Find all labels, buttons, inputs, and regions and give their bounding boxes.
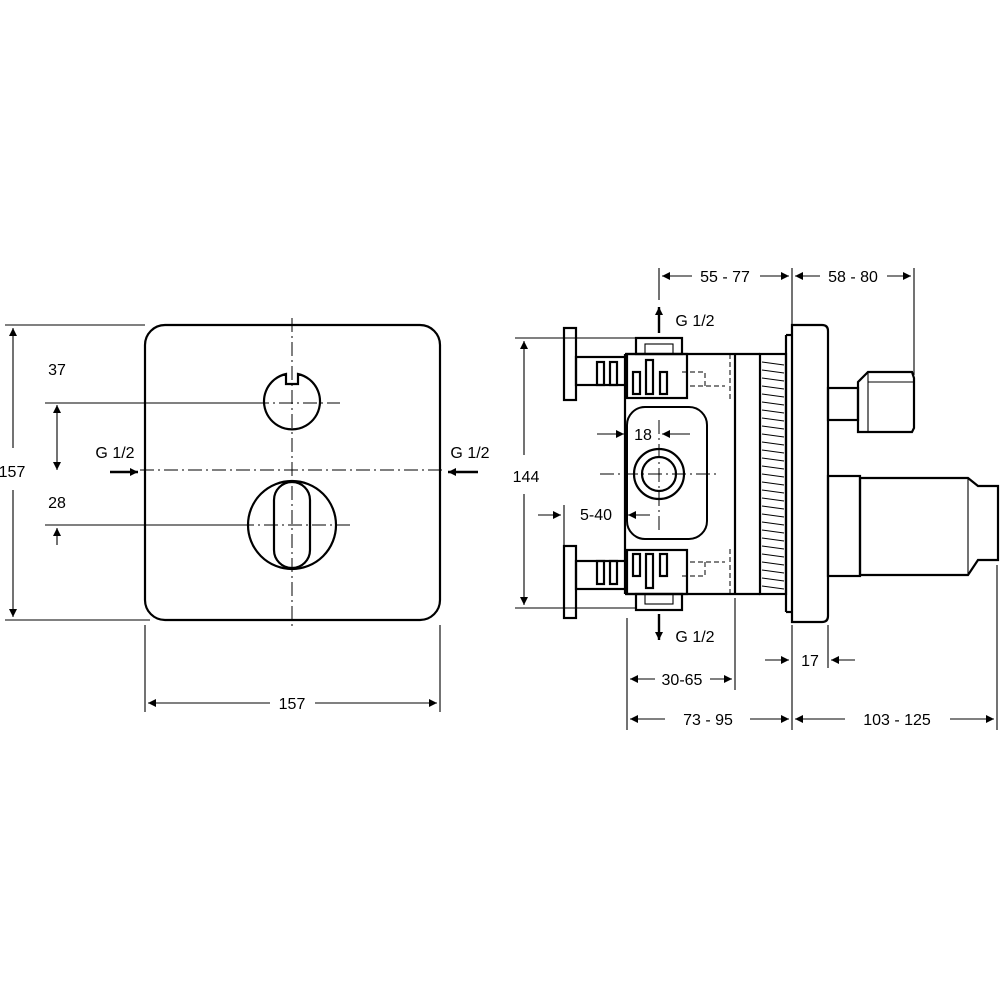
dim-55-77-label: 55 - 77: [700, 269, 750, 286]
bottom-connector-slot-2: [644, 552, 655, 590]
dim-30-65-label: 30-65: [662, 672, 703, 689]
thread-line: [761, 481, 785, 486]
front-height-label: 157: [0, 464, 25, 481]
thread-line: [761, 497, 785, 502]
thread-line: [761, 433, 785, 438]
central-body: [626, 406, 708, 540]
thread-line: [761, 473, 785, 478]
inlet-right-label: G 1/2: [450, 445, 489, 462]
bottom-connector-slot-3: [658, 552, 669, 578]
dim-18-label: 18: [634, 427, 652, 444]
inlet-left-label: G 1/2: [95, 445, 134, 462]
thread-line: [761, 449, 785, 454]
thread-line: [761, 505, 785, 510]
thread-line: [761, 545, 785, 550]
top-hidden-detail: [682, 353, 731, 400]
small-knob: [262, 372, 322, 431]
thread-line: [761, 465, 785, 470]
top-port-nut: [644, 343, 674, 355]
thread-line: [761, 393, 785, 398]
bottom-port-nut: [644, 593, 674, 605]
side-view: 55 - 77 58 - 80 G 1/2 G 1/2 144 18 5-40 …: [513, 268, 1000, 730]
lower-spindle-base: [826, 474, 862, 578]
dim-103-125-label: 103 - 125: [863, 712, 931, 729]
dim-58-80-label: 58 - 80: [828, 269, 878, 286]
thread-line: [761, 529, 785, 534]
thread-line: [761, 385, 785, 390]
lower-bracket-plate: [562, 544, 578, 620]
dim-17-label: 17: [801, 653, 819, 670]
upper-spindle: [826, 386, 860, 422]
upper-cap: [856, 370, 916, 434]
bottom-connector-slot-1: [631, 552, 642, 578]
thread-line: [761, 409, 785, 414]
thread-line: [761, 489, 785, 494]
large-knob-lever: [272, 480, 312, 570]
lower-bracket-tab-1: [595, 559, 606, 586]
thread-line: [761, 361, 785, 366]
thread-line: [761, 441, 785, 446]
thread-line: [761, 577, 785, 582]
upper-bracket-tab-2: [608, 360, 619, 387]
port-bottom-label: G 1/2: [675, 629, 714, 646]
bottom-connector: [625, 548, 689, 596]
dim-5-40-label: 5-40: [580, 507, 612, 524]
dim-73-95-label: 73 - 95: [683, 712, 733, 729]
thread-line: [761, 457, 785, 462]
thread-line: [761, 401, 785, 406]
thread-line: [761, 569, 785, 574]
top-port-fitting: [634, 336, 684, 356]
front-width-label: 157: [279, 696, 306, 713]
thread-line: [761, 585, 785, 590]
dim-37-label: 37: [48, 362, 66, 379]
threaded-sleeve: [758, 352, 788, 596]
dim-28-label: 28: [48, 495, 66, 512]
bottom-port-fitting: [634, 592, 684, 612]
thread-lines: [761, 361, 785, 590]
top-connector: [625, 352, 689, 400]
top-connector-slot-1: [631, 370, 642, 396]
thread-line: [761, 417, 785, 422]
flange-plate: [790, 323, 830, 624]
upper-bracket-tab-1: [595, 360, 606, 387]
port-top-label: G 1/2: [675, 313, 714, 330]
thread-line: [761, 521, 785, 526]
lower-bracket-tab-2: [608, 559, 619, 586]
thread-line: [761, 513, 785, 518]
thread-line: [761, 537, 785, 542]
thread-line: [761, 561, 785, 566]
thread-line: [761, 377, 785, 382]
top-connector-slot-3: [658, 370, 669, 396]
bottom-hidden-detail: [682, 548, 731, 595]
upper-bracket-plate: [562, 326, 578, 402]
thread-line: [761, 553, 785, 558]
top-connector-slot-2: [644, 358, 655, 396]
dim-144-label: 144: [513, 469, 540, 486]
front-view: 157 37 28 G 1/2 G 1/2 157: [0, 318, 490, 713]
thread-line: [761, 425, 785, 430]
thread-line: [761, 369, 785, 374]
lower-spindle: [858, 476, 1000, 577]
